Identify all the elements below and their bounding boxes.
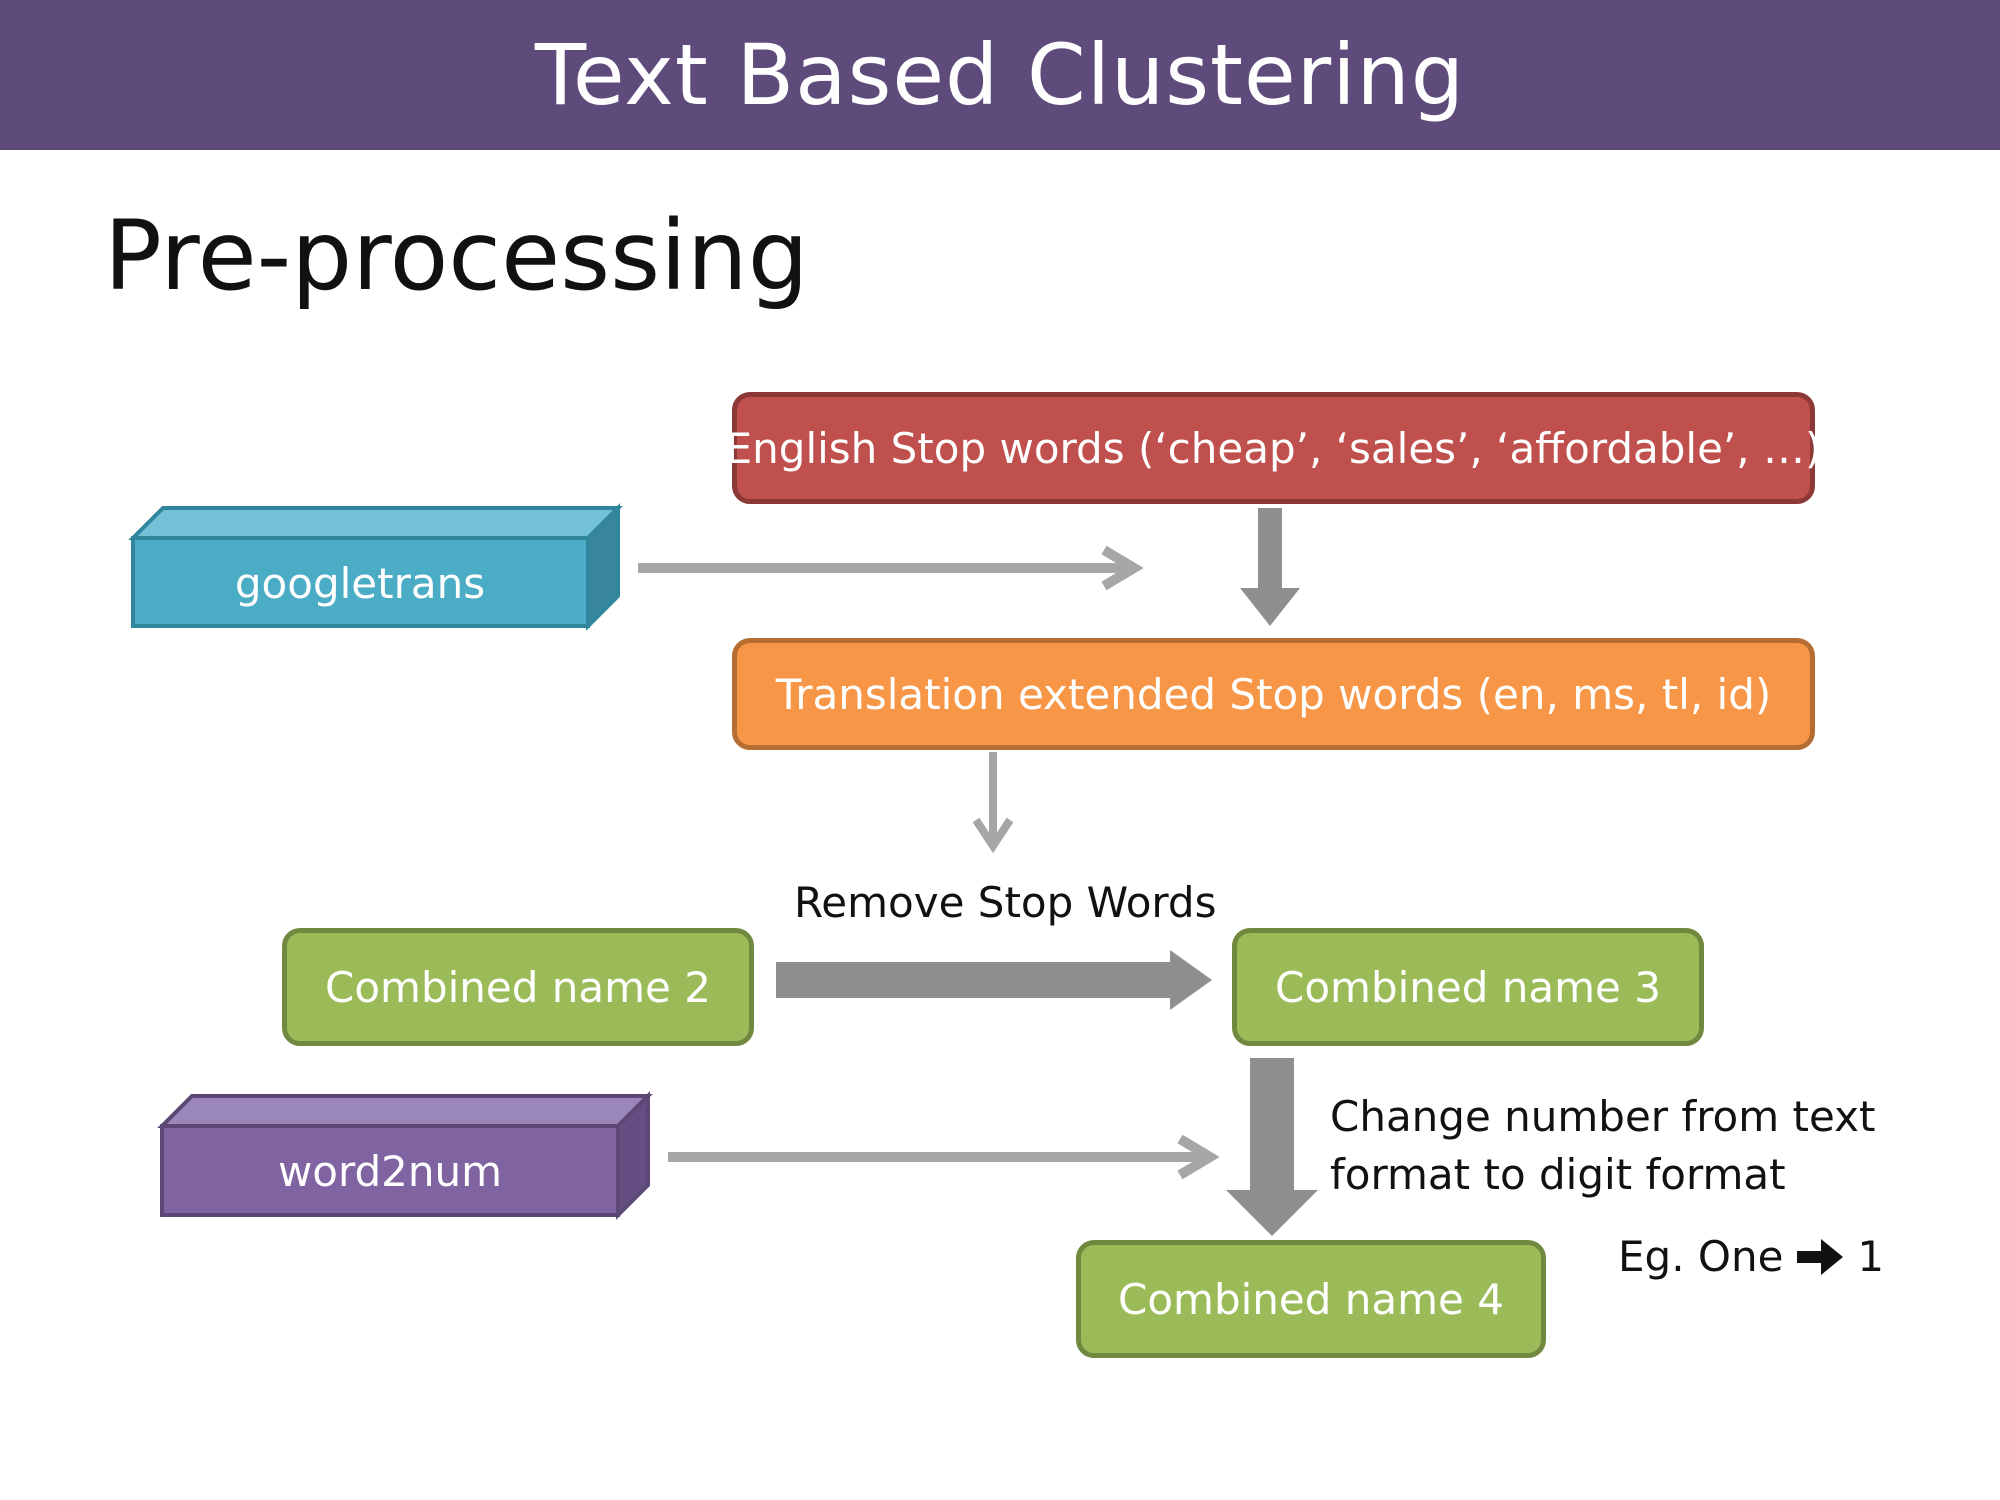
translation-stop-words-label: Translation extended Stop words (en, ms,…: [775, 669, 1772, 719]
googletrans-cube-top: [128, 506, 623, 540]
remove-stop-words-label: Remove Stop Words: [794, 878, 1217, 927]
change-number-label: Change number from text format to digit …: [1330, 1092, 1876, 1199]
googletrans-arrow: [638, 545, 1144, 591]
combined-name-2-box: Combined name 2: [282, 928, 754, 1046]
word2num-arrow: [668, 1134, 1220, 1180]
combined-name-4-label: Combined name 4: [1118, 1274, 1504, 1324]
word2num-label: word2num: [278, 1147, 502, 1196]
word2num-cube: word2num: [157, 1091, 653, 1220]
example-conversion: Eg. One 1: [1618, 1232, 1884, 1281]
combined-name-4-box: Combined name 4: [1076, 1240, 1546, 1358]
googletrans-cube: googletrans: [128, 503, 623, 631]
translation-down-arrow: [972, 752, 1014, 854]
english-to-translation-arrow: [1240, 508, 1300, 626]
change-number-arrow: [1226, 1058, 1318, 1236]
word2num-cube-top: [157, 1094, 653, 1128]
translation-stop-words-box: Translation extended Stop words (en, ms,…: [732, 638, 1815, 750]
slide-title: Text Based Clustering: [534, 26, 1466, 124]
example-right-text: 1: [1857, 1232, 1885, 1281]
english-stop-words-box: English Stop words (‘cheap’, ‘sales’, ‘a…: [726, 392, 1821, 504]
googletrans-cube-front: [131, 536, 590, 628]
title-banner: Text Based Clustering: [0, 0, 2000, 150]
section-heading: Pre-processing: [104, 200, 809, 312]
bold-right-arrow-icon: [1797, 1238, 1844, 1275]
combined-name-3-box: Combined name 3: [1232, 928, 1704, 1046]
word2num-cube-front: [160, 1124, 620, 1217]
remove-stop-words-arrow: [776, 950, 1212, 1010]
combined-name-2-label: Combined name 2: [325, 962, 711, 1012]
combined-name-3-label: Combined name 3: [1275, 962, 1661, 1012]
example-left-text: Eg. One: [1618, 1232, 1784, 1281]
googletrans-label: googletrans: [235, 559, 485, 608]
english-stop-words-label: English Stop words (‘cheap’, ‘sales’, ‘a…: [725, 423, 1822, 473]
